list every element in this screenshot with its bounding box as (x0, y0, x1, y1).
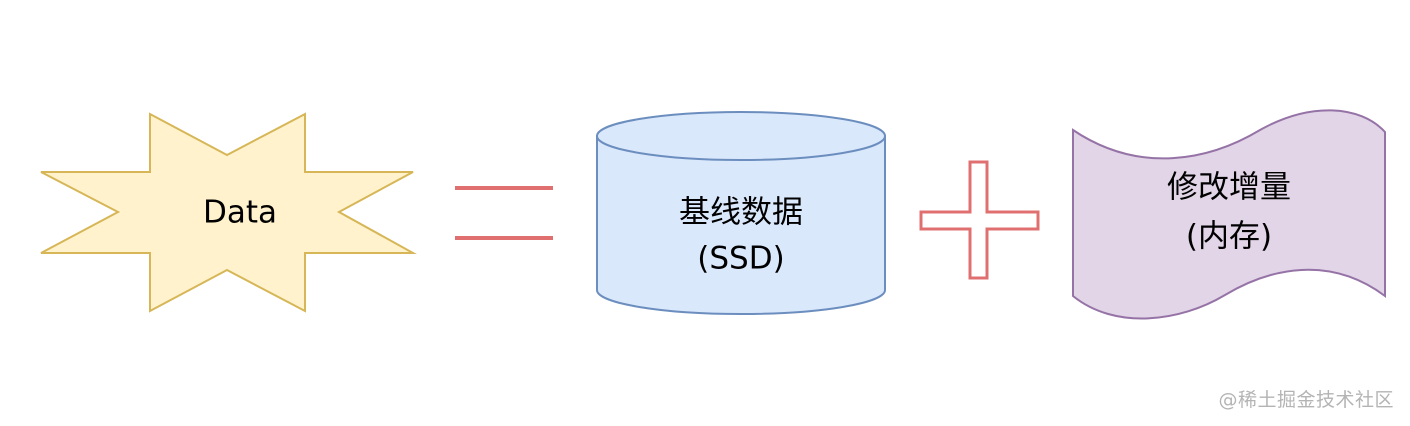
delta-label-line2: (内存) (1186, 219, 1272, 255)
plus-operator (919, 160, 1040, 280)
baseline-label-line2: (SSD) (697, 241, 784, 277)
baseline-cylinder-node[interactable]: 基线数据 (SSD) (596, 111, 886, 315)
baseline-label-line1: 基线数据 (679, 195, 803, 231)
cylinder-top (596, 111, 886, 161)
watermark: @稀土掘金技术社区 (1218, 389, 1394, 411)
delta-label-line1: 修改增量 (1167, 170, 1291, 206)
plus-shape (919, 160, 1040, 280)
equals-bottom-bar (455, 236, 553, 240)
data-star-label: Data (203, 195, 277, 231)
data-star-shape (40, 112, 417, 313)
cylinder-body (596, 136, 886, 315)
tape-shape (1072, 109, 1386, 320)
data-star-node[interactable]: Data (40, 112, 417, 313)
delta-tape-node[interactable]: 修改增量 (内存) (1072, 109, 1386, 320)
equals-operator (455, 186, 553, 240)
equals-top-bar (455, 186, 553, 190)
